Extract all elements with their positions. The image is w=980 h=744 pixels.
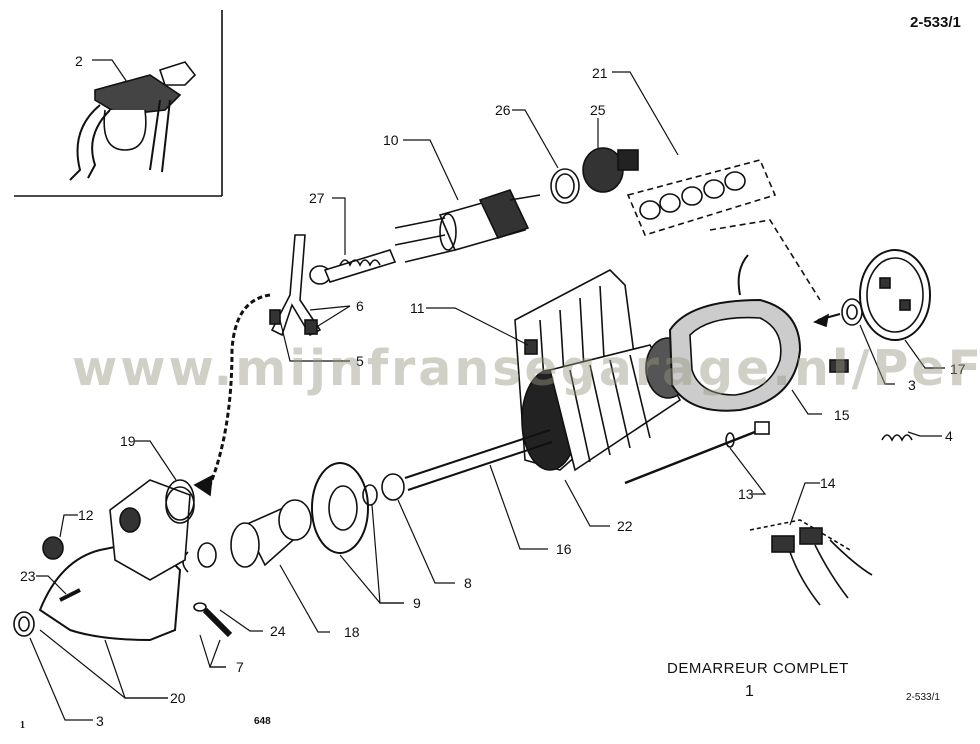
part-4-spring [881,434,913,442]
part-19-ring [165,479,195,521]
part-10-solenoid [394,189,541,263]
callout-5: 5 [356,353,364,369]
callout-25: 25 [590,102,606,118]
part-25-bearing [582,147,639,193]
callout-7: 7 [236,659,244,675]
drawing-code-small: 2-533/1 [906,692,940,703]
part-2-solenoid-cap [69,61,197,181]
part-20-drive-housing [38,479,195,642]
part-27-plunger [309,249,397,285]
part-17-end-plate [859,249,931,341]
callout-10: 10 [383,132,399,148]
callout-8: 8 [464,575,472,591]
callout-4: 4 [945,428,953,444]
callout-22: 22 [617,518,633,534]
inset-frame [14,10,223,197]
part-13-tie-bolt [624,421,770,485]
part-6-fork [269,234,322,337]
callout-20: 20 [170,690,186,706]
callout-14: 14 [820,475,836,491]
callout-19: 19 [120,433,136,449]
part-3-bush-upper [841,298,863,326]
part-7-pin [193,602,233,638]
callout-16: 16 [556,541,572,557]
callout-12: 12 [78,507,94,523]
part-26-ring [550,168,580,204]
callout-21: 21 [592,65,608,81]
callout-6: 6 [356,298,364,314]
page-marker: 1 [20,720,25,731]
callout-labels: 2 21 26 25 10 27 6 11 5 17 3 4 15 19 13 … [20,53,966,729]
page-number: 648 [254,716,271,727]
callout-18: 18 [344,624,360,640]
part-9-intermediate-plate [311,462,378,554]
part-18-pinion [230,499,312,568]
part-8-bush [381,473,405,501]
part-24-rings [182,542,217,573]
callout-2: 2 [75,53,83,69]
part-21-shims [626,159,841,328]
callout-23: 23 [20,568,36,584]
part-14-brushes [749,519,873,606]
callout-13: 13 [738,486,754,502]
part-23-stud [59,588,81,602]
callout-9: 9 [413,595,421,611]
callout-11: 11 [410,300,425,316]
leader-lines [29,59,945,721]
part-3-bush-lower [13,611,35,637]
drawing-code: 2-533/1 [910,14,961,31]
part-12-bush [42,536,64,560]
callout-26: 26 [495,102,511,118]
diagram-title: DEMARREUR COMPLET [667,660,849,677]
callout-15: 15 [834,407,850,423]
part-15-field-coil [668,254,849,412]
callout-3-upper: 3 [908,377,916,393]
watermark: www.mijnfransegarage.nl/PeFee [72,340,980,397]
callout-3-lower: 3 [96,713,104,729]
callout-17: 17 [950,361,966,377]
diagram-title-number: 1 [745,683,754,700]
callout-27: 27 [309,190,325,206]
callout-24: 24 [270,623,286,639]
assembly-dashed-arrow [193,293,271,497]
